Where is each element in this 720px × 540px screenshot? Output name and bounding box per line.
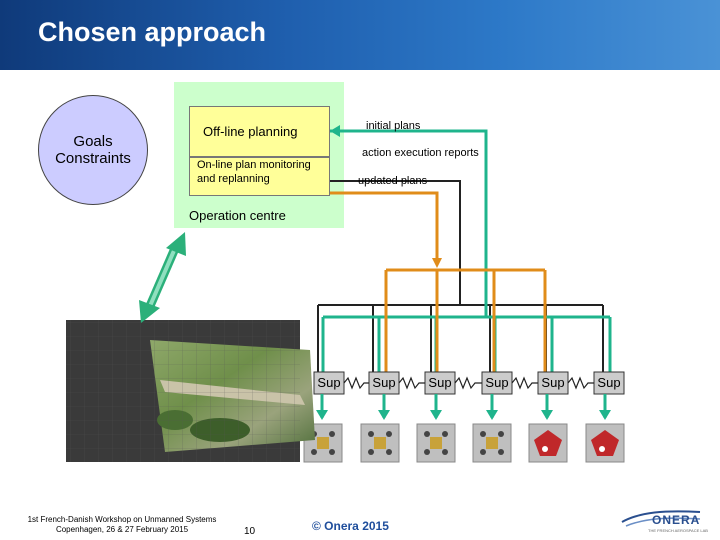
vehicle-links xyxy=(320,394,607,418)
initial-plans-arrow xyxy=(330,125,340,137)
updated-plans-label: updated plans xyxy=(358,175,428,187)
online-monitoring-box xyxy=(189,157,330,196)
supervisor-2: Sup xyxy=(372,375,396,390)
updated-plans-wires xyxy=(330,191,547,375)
vehicle-link-arrows xyxy=(316,410,611,420)
initial-plans-wires xyxy=(321,129,612,375)
supervisor-3: Sup xyxy=(428,375,452,390)
uplink-arrow xyxy=(139,232,186,323)
onera-logo-tagline: THE FRENCH AEROSPACE LAB xyxy=(648,528,708,533)
workshop-line2: Copenhagen, 26 & 27 February 2015 xyxy=(55,525,189,534)
onera-logo-text: ONERA xyxy=(652,513,701,527)
page-title: Chosen approach xyxy=(38,17,267,47)
updated-plans-arrow xyxy=(432,258,442,268)
terrain-map xyxy=(66,320,315,462)
initial-plans-label: initial plans xyxy=(366,120,421,132)
report-wires xyxy=(317,180,604,375)
online-monitoring-label: On-line plan monitoring and replanning xyxy=(197,158,311,186)
copyright: © Onera 2015 xyxy=(312,519,389,533)
helicopter-icon xyxy=(534,430,619,456)
page-number: 10 xyxy=(244,526,256,537)
goals-constraints-circle: Goals Constraints xyxy=(38,95,148,205)
onera-logo-icon xyxy=(621,510,701,527)
offline-planning-label: Off-line planning xyxy=(203,124,298,139)
header-bar: Chosen approach xyxy=(0,0,720,70)
supervisor-4: Sup xyxy=(485,375,509,390)
supervisor-links xyxy=(343,376,594,390)
supervisor-5: Sup xyxy=(541,375,565,390)
supervisor-1: Sup xyxy=(317,375,341,390)
online-monitoring-line2: and replanning xyxy=(197,173,270,185)
goals-label: Goals xyxy=(73,133,113,150)
online-monitoring-line1: On-line plan monitoring xyxy=(197,159,311,171)
constraints-label: Constraints xyxy=(55,150,131,167)
rover-icon xyxy=(311,431,504,455)
vehicle-tiles xyxy=(303,423,625,463)
offline-planning-box xyxy=(189,106,330,157)
supervisor-6: Sup xyxy=(597,375,621,390)
operation-centre-label: Operation centre xyxy=(189,208,286,223)
action-reports-label: action execution reports xyxy=(362,147,479,159)
workshop-line1: 1st French-Danish Workshop on Unmanned S… xyxy=(27,515,217,524)
workshop-caption: 1st French-Danish Workshop on Unmanned S… xyxy=(12,515,232,535)
